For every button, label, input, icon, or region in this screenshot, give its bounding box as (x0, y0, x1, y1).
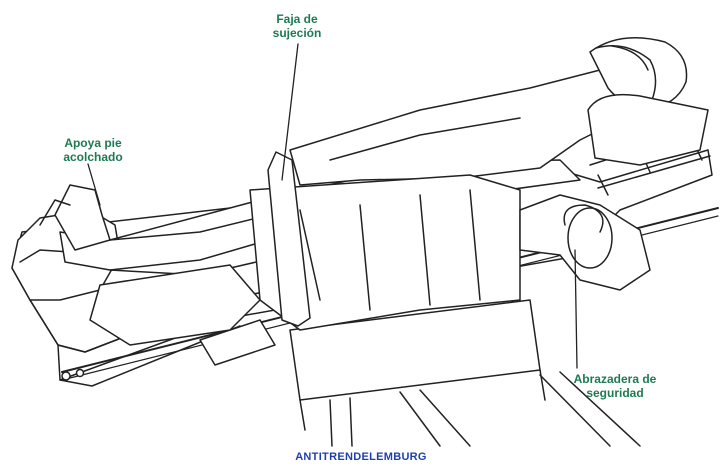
footrest-label-line-1: Apoya pie (38, 136, 148, 150)
clamp-label-line-2: seguridad (540, 386, 690, 400)
clamp-label-line-1: Abrazadera de (540, 372, 690, 386)
strap-label: Faja de sujeción (247, 12, 347, 40)
strap-label-line-2: sujeción (247, 26, 347, 40)
footrest-label: Apoya pie acolchado (38, 136, 148, 164)
clamp-label: Abrazadera de seguridad (540, 372, 690, 400)
position-caption: ANTITRENDELEMBURG (0, 451, 722, 463)
footrest-label-line-2: acolchado (38, 150, 148, 164)
strap-label-line-1: Faja de (247, 12, 347, 26)
